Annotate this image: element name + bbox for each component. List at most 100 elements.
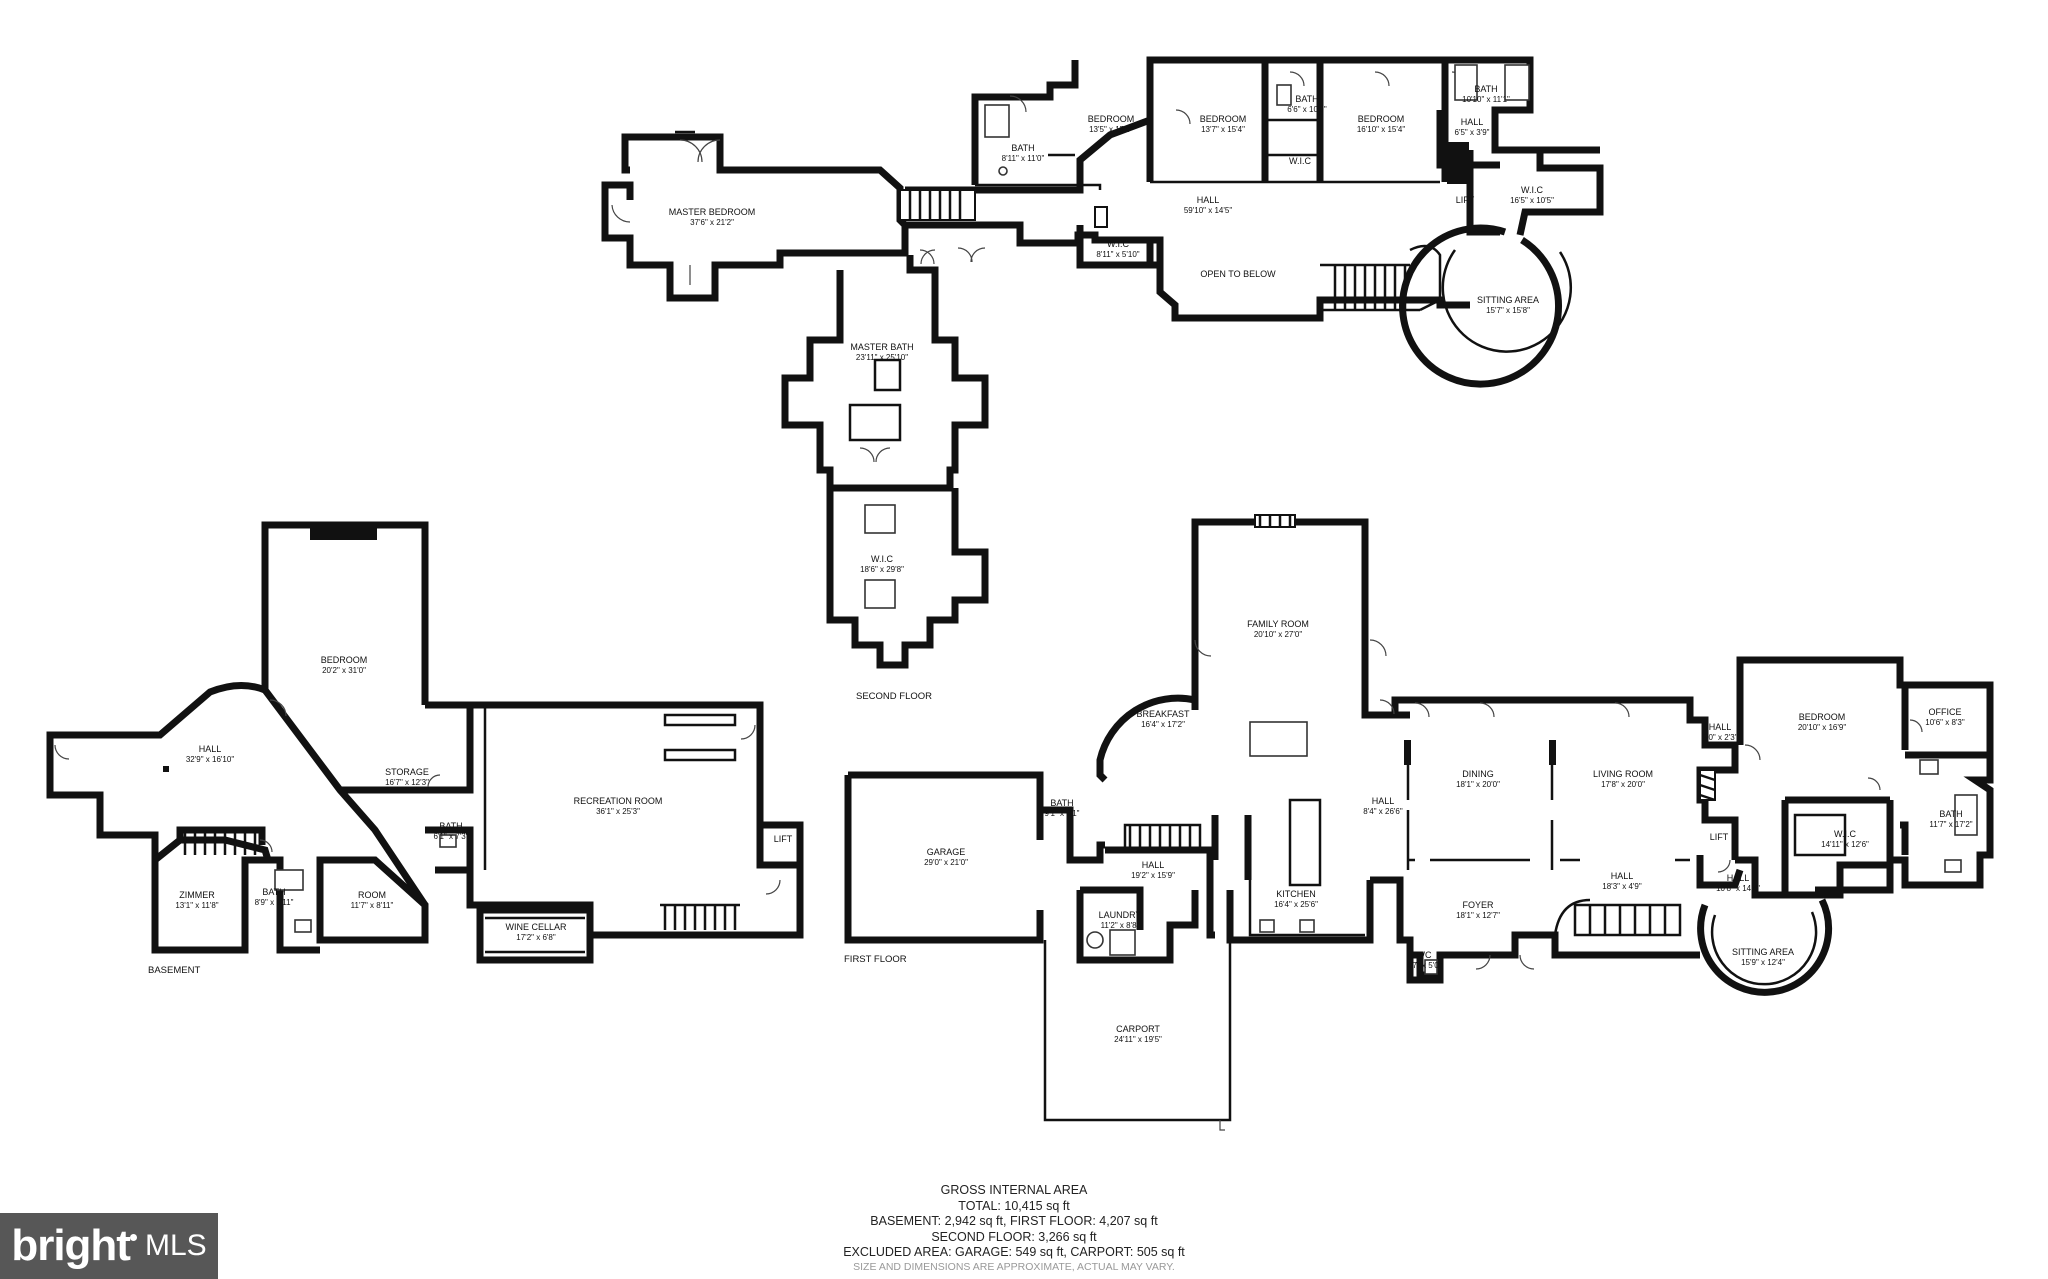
summary-title: GROSS INTERNAL AREA	[940, 1183, 1088, 1197]
room-dims: 13'1" x 11'8"	[175, 901, 218, 910]
room-dims: 20'10" x 16'9"	[1798, 723, 1846, 732]
room-name: OFFICE	[1929, 707, 1962, 717]
room-dims: 6'1" x 7'3"	[434, 832, 469, 841]
room-name: BREAKFAST	[1136, 709, 1190, 719]
room-name: FAMILY ROOM	[1247, 619, 1309, 629]
room-labels: MASTER BEDROOM 37'6" x 21'2" MASTER BATH…	[175, 84, 1972, 1044]
room-dims: 8'11" x 5'10"	[1096, 250, 1139, 259]
room-dims: 13'5" x 15'4"	[1089, 125, 1133, 134]
summary-excluded: EXCLUDED AREA: GARAGE: 549 sq ft, CARPOR…	[843, 1245, 1185, 1259]
summary-second-floor: SECOND FLOOR: 3,266 sq ft	[931, 1229, 1097, 1244]
room-dims: 10'10" x 11'1"	[1462, 95, 1510, 104]
room-dims: 8'4" x 26'6"	[1363, 807, 1403, 816]
room-dims: 17'8" x 20'0"	[1601, 780, 1645, 789]
room-name: W.I.C	[1289, 156, 1311, 166]
room-name: HALL	[199, 744, 222, 754]
room-dims: 11'7" x 8'11"	[351, 901, 394, 910]
room-name: HALL	[1372, 796, 1395, 806]
room-dims: 23'11" x 25'10"	[856, 353, 908, 362]
room-name: LIFT	[1710, 832, 1729, 842]
room-dims: 16'5" x 10'5"	[1510, 196, 1554, 205]
room-dims: 18'1" x 12'7"	[1456, 911, 1500, 920]
room-dims: 15'9" x 12'4"	[1741, 958, 1785, 967]
room-name: SITTING AREA	[1477, 295, 1539, 305]
room-name: HALL	[1611, 871, 1634, 881]
room-dims: 14'11" x 12'6"	[1821, 840, 1869, 849]
room-dims: 18'6" x 29'8"	[860, 565, 904, 574]
room-name: W.I.C	[1107, 239, 1129, 249]
basement-plan	[46, 521, 804, 964]
room-dims: 19'2" x 15'9"	[1131, 871, 1175, 880]
room-dims: 10'8" x 14'4"	[1716, 884, 1760, 893]
room-name: WC	[1417, 950, 1432, 960]
summary-disclaimer: SIZE AND DIMENSIONS ARE APPROXIMATE, ACT…	[853, 1260, 1175, 1273]
room-name: MASTER BATH	[850, 342, 913, 352]
second-floor-plan	[601, 56, 1604, 669]
room-name: STORAGE	[385, 767, 429, 777]
room-name: BATH	[1474, 84, 1497, 94]
room-dims: 37'6" x 21'2"	[690, 218, 734, 227]
room-name: FOYER	[1462, 900, 1494, 910]
summary-total: TOTAL: 10,415 sq ft	[958, 1198, 1070, 1213]
room-name: BEDROOM	[1358, 114, 1405, 124]
room-name: ROOM	[358, 890, 386, 900]
room-dims: 32'9" x 16'10"	[186, 755, 234, 764]
room-dims: 8'11" x 11'0"	[1002, 154, 1045, 163]
room-name: HALL	[1142, 860, 1165, 870]
room-dims: 6'5" x 3'9"	[1455, 128, 1490, 137]
room-name: LAUNDRY	[1099, 910, 1142, 920]
room-name: HALL	[1727, 873, 1750, 883]
room-name: KITCHEN	[1276, 889, 1316, 899]
room-name: OPEN TO BELOW	[1200, 269, 1276, 279]
first-floor-plan	[844, 514, 1994, 1131]
room-dims: 9'1" x 8'1"	[1045, 809, 1080, 818]
room-dims: 20'10" x 27'0"	[1254, 630, 1302, 639]
room-dims: 6'6" x 10'0"	[1287, 105, 1327, 114]
room-name: W.I.C	[1834, 829, 1856, 839]
room-dims: 4'7" x 5'0"	[1407, 961, 1442, 970]
floor-label-basement: BASEMENT	[148, 965, 200, 976]
room-name: BEDROOM	[1799, 712, 1846, 722]
room-dims: 18'1" x 20'0"	[1456, 780, 1500, 789]
room-name: LIVING ROOM	[1593, 769, 1653, 779]
room-name: BATH	[1295, 94, 1318, 104]
room-dims: 8'9" x 8'11"	[255, 898, 294, 907]
logo-dot-icon	[129, 1233, 137, 1241]
summary-floors: BASEMENT: 2,942 sq ft, FIRST FLOOR: 4,20…	[870, 1214, 1158, 1228]
room-name: MASTER BEDROOM	[669, 207, 756, 217]
room-name: GARAGE	[927, 847, 966, 857]
room-name: HALL	[1461, 117, 1484, 127]
room-dims: 11'2" x 8'8"	[1101, 921, 1140, 930]
room-name: BATH	[1011, 143, 1034, 153]
room-name: RECREATION ROOM	[574, 796, 663, 806]
room-name: LIFT	[774, 834, 793, 844]
room-name: BATH	[1050, 798, 1073, 808]
room-name: ZIMMER	[179, 890, 215, 900]
room-name: BEDROOM	[1200, 114, 1247, 124]
room-dims: 16'4" x 25'6"	[1274, 900, 1318, 909]
room-name: CARPORT	[1116, 1024, 1160, 1034]
room-dims: 17'2" x 6'8"	[516, 933, 556, 942]
room-name: LIFT	[1456, 195, 1475, 205]
room-name: BATH	[439, 821, 462, 831]
room-dims: 11'7" x 17'2"	[1929, 820, 1972, 829]
room-name: WINE CELLAR	[505, 922, 567, 932]
room-dims: 29'0" x 21'0"	[924, 858, 968, 867]
area-summary: GROSS INTERNAL AREA TOTAL: 10,415 sq ft …	[720, 1183, 1308, 1274]
room-dims: 24'11" x 19'5"	[1114, 1035, 1162, 1044]
room-name: W.I.C	[871, 554, 893, 564]
room-dims: 13'7" x 15'4"	[1201, 125, 1245, 134]
room-name: BEDROOM	[321, 655, 368, 665]
room-name: W.I.C	[1521, 185, 1543, 195]
room-name: BEDROOM	[1088, 114, 1135, 124]
room-name: BATH	[262, 887, 285, 897]
room-dims: 5'0" x 2'3"	[1703, 733, 1738, 742]
floor-label-first: FIRST FLOOR	[844, 954, 907, 965]
room-dims: 16'4" x 17'2"	[1141, 720, 1185, 729]
floor-label-second: SECOND FLOOR	[856, 691, 932, 702]
room-dims: 18'3" x 4'9"	[1602, 882, 1642, 891]
room-name: HALL	[1197, 195, 1220, 205]
logo-suffix: MLS	[144, 1229, 207, 1262]
room-dims: 59'10" x 14'5"	[1184, 206, 1232, 215]
